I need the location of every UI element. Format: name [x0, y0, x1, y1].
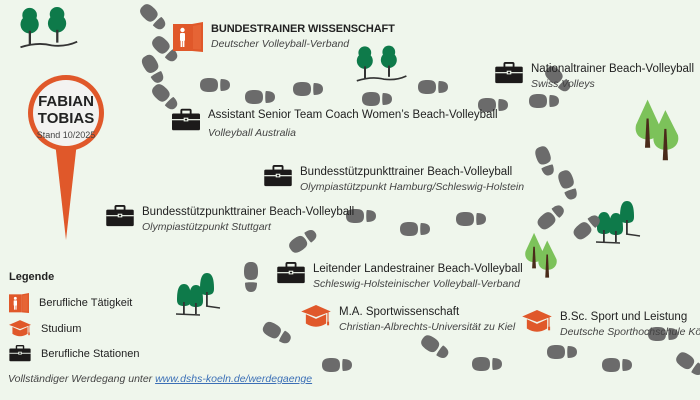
- footprint-icon: [293, 80, 323, 98]
- station-subtitle: Olympiastützpunkt Hamburg/Schleswig-Hols…: [300, 181, 525, 193]
- footprint-icon: [547, 343, 577, 361]
- station-subtitle: Volleyball Australia: [208, 127, 296, 139]
- profile-status: Stand 10/2025: [36, 130, 96, 140]
- footprint-icon: [400, 220, 430, 238]
- footprint-icon: [242, 262, 260, 292]
- station-bundestrainer-wissenschaft: BUNDESTRAINER WISSENSCHAFT Deutscher Vol…: [173, 22, 395, 52]
- station-ma-kiel: M.A. Sportwissenschaft Christian-Albrech…: [301, 305, 515, 334]
- footprint-icon: [136, 0, 170, 34]
- station-title: Bundesstützpunkttrainer Beach-Volleyball: [300, 166, 513, 178]
- station-subtitle: Olympiastützpunkt Stuttgart: [142, 221, 271, 233]
- station-subtitle: Deutscher Volleyball-Verband: [211, 38, 350, 50]
- station-title: Assistant Senior Team Coach Women’s Beac…: [208, 109, 498, 121]
- station-title: BUNDESTRAINER WISSENSCHAFT: [211, 23, 395, 35]
- graduation-cap-icon: [522, 310, 552, 334]
- legend-label: Berufliche Stationen: [41, 347, 140, 360]
- footprint-icon: [418, 78, 448, 96]
- footer-text: Vollständiger Werdegang unter: [8, 373, 156, 385]
- briefcase-icon: [172, 108, 200, 132]
- legend-label: Studium: [41, 323, 82, 335]
- legend-label: Berufliche Tätigkeit: [39, 297, 133, 309]
- station-nationaltrainer-swiss: Nationaltrainer Beach-Volleyball Swiss V…: [495, 62, 694, 91]
- profile-last-name: TOBIAS: [37, 110, 95, 127]
- footprint-icon: [472, 355, 502, 373]
- light-trees-icon: [634, 98, 680, 164]
- station-subtitle: Schleswig-Holsteinischer Volleyball-Verb…: [313, 278, 520, 290]
- station-bundesstuetzpunkt-hamburg: Bundesstützpunkttrainer Beach-Volleyball…: [264, 165, 524, 194]
- legend-item-stations: Berufliche Stationen: [9, 345, 139, 362]
- station-landestrainer-sh: Leitender Landestrainer Beach-Volleyball…: [277, 262, 523, 291]
- round-trees-icon: [15, 4, 79, 52]
- station-title: Leitender Landestrainer Beach-Volleyball: [313, 263, 523, 275]
- door-person-icon: [173, 22, 203, 52]
- footprint-icon: [554, 168, 581, 202]
- footprint-icon: [456, 210, 486, 228]
- door-person-icon: [9, 293, 29, 313]
- station-title: M.A. Sportwissenschaft: [339, 306, 460, 318]
- footprint-icon: [322, 356, 352, 374]
- briefcase-icon: [106, 205, 134, 227]
- cone-trees-icon: [176, 272, 222, 316]
- graduation-cap-icon: [9, 320, 31, 338]
- graduation-cap-icon: [301, 305, 331, 329]
- footer-note: Vollständiger Werdegang unter www.dshs-k…: [8, 373, 312, 385]
- legend-title: Legende: [9, 271, 55, 283]
- footprint-icon: [534, 200, 569, 233]
- profile-pin: FABIAN TOBIAS Stand 10/2025: [25, 72, 107, 242]
- station-subtitle: Swiss Volleys: [531, 78, 595, 90]
- station-bundesstuetzpunkt-stuttgart: Bundesstützpunkttrainer Beach-Volleyball…: [106, 205, 354, 234]
- station-title: B.Sc. Sport und Leistung: [560, 311, 688, 323]
- footprint-icon: [418, 331, 453, 363]
- profile-first-name: FABIAN: [38, 93, 94, 110]
- briefcase-icon: [277, 262, 305, 284]
- briefcase-icon: [264, 165, 292, 187]
- footprint-icon: [245, 88, 275, 106]
- station-assistant-coach-australia: Assistant Senior Team Coach Women’s Beac…: [172, 108, 498, 140]
- footprint-icon: [362, 90, 392, 108]
- light-trees-icon: [524, 232, 558, 280]
- footprint-icon: [200, 76, 230, 94]
- werdegang-link[interactable]: www.dshs-koeln.de/werdegaenge: [155, 373, 313, 385]
- station-subtitle: Christian-Albrechts-Universität zu Kiel: [339, 321, 516, 333]
- station-title: Nationaltrainer Beach-Volleyball: [531, 63, 695, 75]
- station-bsc-koeln: B.Sc. Sport und Leistung Deutsche Sporth…: [522, 310, 700, 339]
- map-pin-icon: [28, 75, 104, 240]
- footprint-icon: [602, 356, 632, 374]
- legend-item-study: Studium: [9, 320, 81, 338]
- station-title: Bundesstützpunkttrainer Beach-Volleyball: [142, 206, 355, 218]
- briefcase-icon: [9, 345, 31, 362]
- station-subtitle: Deutsche Sporthochschule Köln: [560, 326, 700, 338]
- footprint-icon: [260, 318, 295, 349]
- briefcase-icon: [495, 62, 523, 84]
- footprint-icon: [673, 348, 700, 380]
- legend-item-activity: Berufliche Tätigkeit: [9, 293, 132, 313]
- footprint-icon: [529, 92, 559, 110]
